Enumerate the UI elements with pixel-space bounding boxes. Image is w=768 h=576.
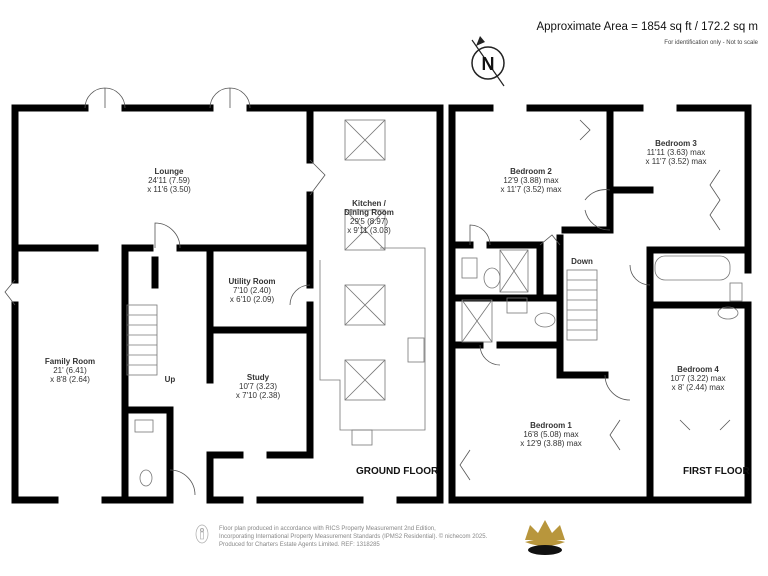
crown-logo (525, 520, 565, 555)
svg-text:21' (6.41): 21' (6.41) (53, 366, 87, 375)
svg-text:x 11'7 (3.52) max: x 11'7 (3.52) max (646, 157, 707, 166)
svg-text:7'10 (2.40): 7'10 (2.40) (233, 286, 271, 295)
room-bedroom-2: Bedroom 2 12'9 (3.88) max x 11'7 (3.52) … (501, 167, 562, 194)
svg-text:x 12'9 (3.88) max: x 12'9 (3.88) max (520, 439, 582, 448)
svg-text:x 6'10 (2.09): x 6'10 (2.09) (230, 295, 275, 304)
svg-text:Lounge: Lounge (155, 167, 184, 176)
svg-text:16'8 (5.08) max: 16'8 (5.08) max (523, 430, 578, 439)
svg-text:Bedroom 2: Bedroom 2 (510, 167, 552, 176)
room-utility: Utility Room 7'10 (2.40) x 6'10 (2.09) (228, 277, 275, 304)
scale-note: For identification only - Not to scale (664, 40, 758, 46)
svg-text:12'9 (3.88) max: 12'9 (3.88) max (503, 176, 558, 185)
svg-text:Utility Room: Utility Room (228, 277, 275, 286)
svg-text:Floor plan produced in accorda: Floor plan produced in accordance with R… (219, 526, 436, 532)
svg-text:10'7 (3.23): 10'7 (3.23) (239, 382, 277, 391)
svg-text:29'5 (8.97): 29'5 (8.97) (350, 217, 388, 226)
svg-text:Kitchen /: Kitchen / (352, 199, 387, 208)
compass-icon: N (471, 36, 505, 87)
room-bedroom-4: Bedroom 4 10'7 (3.22) max x 8' (2.44) ma… (670, 365, 725, 392)
svg-text:x 11'7 (3.52) max: x 11'7 (3.52) max (501, 185, 562, 194)
svg-text:Family Room: Family Room (45, 357, 95, 366)
first-floor-plan: Down Bedroom 2 12'9 (3.88) max x 11'7 (3… (448, 104, 752, 504)
svg-text:x 11'6 (3.50): x 11'6 (3.50) (147, 185, 191, 194)
room-lounge: Lounge 24'11 (7.59) x 11'6 (3.50) (147, 167, 191, 194)
svg-text:Incorporating International Pr: Incorporating International Property Mea… (219, 533, 488, 540)
svg-text:Produced for Charters Estate A: Produced for Charters Estate Agents Limi… (219, 542, 380, 548)
room-bedroom-1: Bedroom 1 16'8 (5.08) max x 12'9 (3.88) … (520, 421, 582, 448)
room-kitchen-dining: Kitchen / Dining Room 29'5 (8.97) x 9'11… (344, 199, 394, 235)
svg-text:x 8' (2.44) max: x 8' (2.44) max (672, 383, 725, 392)
room-family: Family Room 21' (6.41) x 8'8 (2.64) (45, 357, 95, 384)
ground-floor-plan: Up Lounge 24'11 (7.59) x 11'6 (3.50) Kit… (4, 87, 444, 504)
svg-text:11'11 (3.63) max: 11'11 (3.63) max (647, 148, 706, 157)
svg-text:Bedroom 1: Bedroom 1 (530, 421, 572, 430)
svg-text:Dining Room: Dining Room (344, 208, 394, 217)
approximate-area: Approximate Area = 1854 sq ft / 172.2 sq… (536, 21, 758, 33)
svg-text:Down: Down (571, 257, 593, 266)
person-icon (195, 524, 209, 544)
svg-text:10'7 (3.22) max: 10'7 (3.22) max (670, 374, 725, 383)
svg-text:24'11 (7.59): 24'11 (7.59) (148, 176, 190, 185)
footer: Floor plan produced in accordance with R… (195, 520, 565, 555)
room-study: Study 10'7 (3.23) x 7'10 (2.38) (236, 373, 281, 400)
svg-text:Bedroom 4: Bedroom 4 (677, 365, 719, 374)
svg-text:x 8'8 (2.64): x 8'8 (2.64) (50, 375, 90, 384)
svg-text:Bedroom 3: Bedroom 3 (655, 139, 697, 148)
ground-floor-label: GROUND FLOOR (356, 466, 439, 477)
svg-text:Up: Up (165, 375, 176, 384)
svg-text:x 9'11 (3.03): x 9'11 (3.03) (347, 226, 391, 235)
first-floor-label: FIRST FLOOR (683, 466, 750, 477)
room-bedroom-3: Bedroom 3 11'11 (3.63) max x 11'7 (3.52)… (646, 139, 707, 166)
svg-text:x 7'10 (2.38): x 7'10 (2.38) (236, 391, 281, 400)
svg-text:N: N (482, 54, 495, 74)
svg-text:Study: Study (247, 373, 270, 382)
